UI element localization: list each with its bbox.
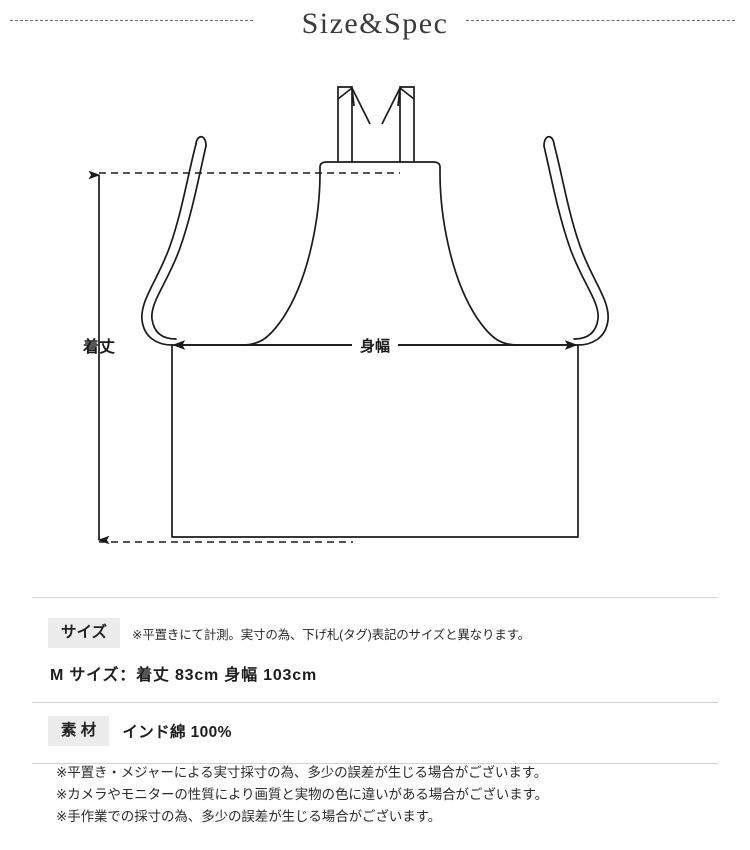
page-title: Size&Spec xyxy=(301,7,449,40)
title-rule-right xyxy=(466,20,735,21)
width-label: 身幅 xyxy=(360,337,390,355)
spec-divider-top xyxy=(32,597,718,598)
size-badge: サイズ xyxy=(48,618,121,648)
length-label: 着丈 xyxy=(82,337,115,356)
spec-divider-middle xyxy=(32,702,718,703)
apron-waist-ties xyxy=(141,135,609,346)
apron-technical-drawing: 着丈 身幅 xyxy=(82,86,609,545)
spec-table: サイズ ※平置きにて計測。実寸の為、下げ札(タグ)表記のサイズと異なります。 M… xyxy=(0,597,750,764)
size-note: ※平置きにて計測。実寸の為、下げ札(タグ)表記のサイズと異なります。 xyxy=(132,627,530,642)
material-row: 素 材 インド綿 100% xyxy=(0,709,750,753)
footnote-item: ※平置き・メジャーによる実寸採寸の為、多少の誤差が生じる場合がございます。 xyxy=(56,765,548,780)
spec-divider-bottom xyxy=(32,763,718,764)
size-diagram: 着丈 身幅 xyxy=(0,62,750,597)
footnote-item: ※手作業での採寸の為、多少の誤差が生じる場合がございます。 xyxy=(56,809,442,824)
width-label-backdrop xyxy=(352,334,398,356)
footnote-list: ※平置き・メジャーによる実寸採寸の為、多少の誤差が生じる場合がございます。 ※カ… xyxy=(0,762,750,828)
material-value: インド綿 100% xyxy=(122,724,232,741)
width-dimension xyxy=(172,334,578,356)
strap-continuation-arrows xyxy=(337,87,415,125)
apron-straps xyxy=(337,86,415,162)
title-rule-left xyxy=(10,20,253,21)
dimension-guide-lines xyxy=(99,172,400,543)
material-badge: 素 材 xyxy=(48,716,110,746)
footnote-item: ※カメラやモニターの性質により画質と実物の色に違いがある場合がございます。 xyxy=(56,787,548,802)
size-measurement: M サイズ：着丈 83cm 身幅 103cm xyxy=(50,667,317,684)
size-row: サイズ ※平置きにて計測。実寸の為、下げ札(タグ)表記のサイズと異なります。 xyxy=(0,610,750,656)
page-header: Size&Spec xyxy=(0,0,750,62)
